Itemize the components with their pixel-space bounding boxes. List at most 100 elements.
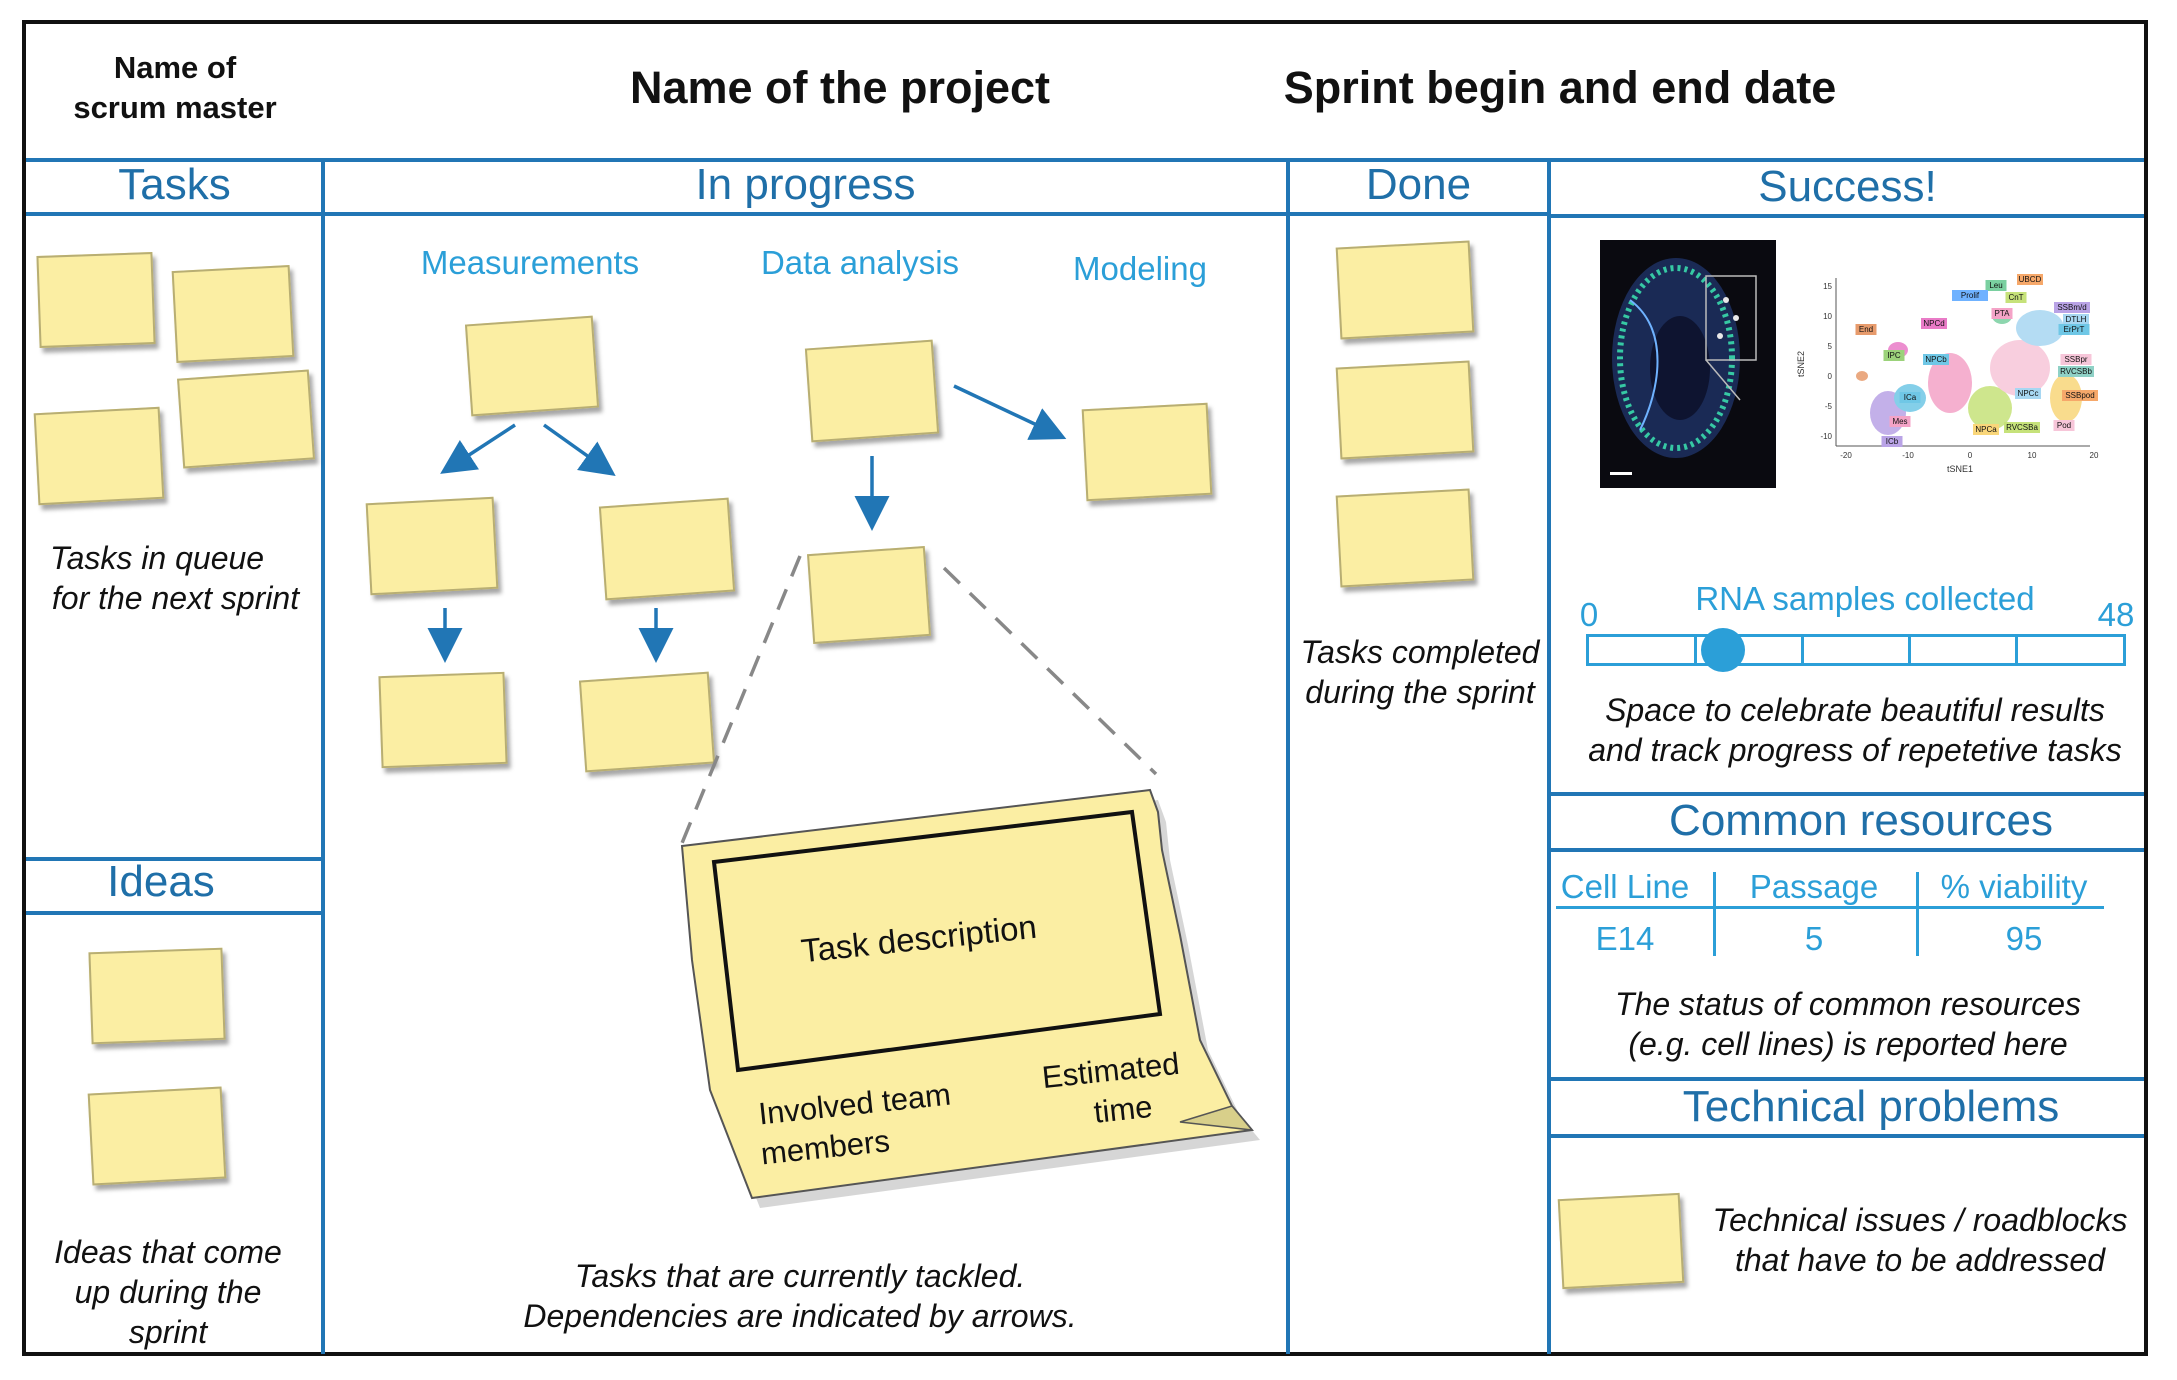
- done-title: Done: [1365, 160, 1472, 209]
- in-progress-note: Tasks that are currently tackled. Depend…: [523, 1258, 1077, 1334]
- header-divider: [26, 158, 2144, 162]
- sprint-dates: Sprint begin and end date: [1283, 62, 1837, 113]
- col-divider-2: [1286, 158, 1290, 1354]
- ideas-top-divider: [26, 857, 323, 861]
- scrum-board: [22, 20, 2148, 1356]
- tsne-cluster-label: SSBpr: [2064, 355, 2087, 364]
- tsne-cluster-tag: [1855, 324, 1877, 335]
- col-divider-1: [321, 158, 325, 1354]
- tsne-ytick-label: -10: [1820, 432, 1832, 441]
- table-col-divider: [1713, 872, 1716, 956]
- modeling-label: Modeling: [1073, 250, 1207, 287]
- tsne-xlabel: tSNE1: [1947, 464, 1973, 474]
- tsne-cluster-label: UBCD: [2019, 275, 2042, 284]
- success-note: Space to celebrate beautiful results and…: [1588, 692, 2122, 768]
- tsne-ytick-label: 5: [1828, 342, 1833, 351]
- ideas-note: Ideas that come up during the sprint: [54, 1234, 282, 1350]
- scrum-master-label: Name of scrum master: [73, 50, 277, 125]
- resources-title: Common resources: [1669, 796, 2053, 845]
- tech-note: Technical issues / roadblocks that have …: [1712, 1202, 2128, 1278]
- tsne-cluster-tag: [2062, 390, 2098, 401]
- progress-knob[interactable]: [1700, 628, 1745, 672]
- table-cell: 5: [1804, 920, 1824, 957]
- tsne-cluster-label: DTLH: [2066, 315, 2087, 324]
- tsne-cluster-tag: [2054, 302, 2090, 313]
- tsne-cluster-label: Mes: [1892, 417, 1907, 426]
- tsne-cluster-label: SSBpod: [2065, 391, 2094, 400]
- title-row-divider-left: [26, 212, 1550, 216]
- progress-segments: [1589, 637, 2123, 663]
- tsne-cluster-label: ICa: [1904, 393, 1917, 402]
- tsne-xtick-label: 20: [2090, 451, 2099, 460]
- tsne-cluster-tag: [1899, 392, 1921, 403]
- tsne-cluster-label: NPCa: [1975, 425, 1997, 434]
- tsne-cluster-label: ICb: [1886, 437, 1899, 446]
- tsne-cluster-label: Leu: [1989, 281, 2002, 290]
- ideas-bottom-divider: [26, 911, 323, 915]
- tech-problems-title: Technical problems: [1682, 1082, 2060, 1131]
- progress-segment-divider: [1801, 637, 1805, 663]
- project-name: Name of the project: [629, 62, 1051, 113]
- tsne-cluster-label: RVCSBa: [2006, 423, 2038, 432]
- tsne-cluster-tag: [1973, 424, 1999, 435]
- tsne-cluster-label: NPCd: [1923, 319, 1944, 328]
- tsne-cluster-tag: [2005, 292, 2027, 303]
- kidney-microscopy-image: [1600, 240, 1776, 488]
- table-col-divider: [1916, 872, 1919, 956]
- tsne-xtick-label: 10: [2028, 451, 2037, 460]
- progress-bar-label: RNA samples collected: [1695, 580, 2035, 617]
- table-header-passage: Passage: [1749, 868, 1879, 905]
- progress-segment-divider: [1907, 637, 1911, 663]
- zoom-line-left: [678, 555, 802, 849]
- progress-bar: [1586, 628, 2126, 672]
- col-divider-3: [1547, 158, 1551, 1354]
- data-analysis-label: Data analysis: [760, 244, 960, 281]
- tsne-xtick-label: -20: [1840, 451, 1852, 460]
- tsne-cluster-label: SSBm/d: [2057, 303, 2086, 312]
- progress-max-label: 48: [2097, 596, 2135, 633]
- tsne-cluster-tag: [2063, 314, 2089, 325]
- tsne-cluster-tag: [1881, 436, 1903, 447]
- tsne-cluster-label: Pod: [2057, 421, 2071, 430]
- zoomed-task-card[interactable]: Task description Involved team members E…: [680, 788, 1260, 1208]
- tsne-cluster-tag: [1985, 280, 2007, 291]
- arrow: [440, 423, 516, 474]
- done-note: Tasks completed during the sprint: [1300, 634, 1540, 710]
- tsne-cluster-label: End: [1859, 325, 1873, 334]
- tsne-cluster-tag: [2004, 422, 2040, 433]
- table-header-cell-line: Cell Line: [1560, 868, 1690, 905]
- progress-segment-divider: [1694, 637, 1698, 663]
- success-title: Success!: [1758, 162, 1937, 211]
- progress-min-label: 0: [1579, 596, 1599, 633]
- tsne-cluster-tag: [2058, 324, 2090, 335]
- tsne-cluster-tag: [2053, 420, 2075, 431]
- tsne-cluster-label: NPCb: [1925, 355, 1947, 364]
- tsne-cluster-tag: [2060, 354, 2092, 365]
- tsne-cluster-tag: [1952, 290, 1988, 301]
- tsne-xtick-label: -10: [1902, 451, 1914, 460]
- ideas-title: Ideas: [107, 857, 215, 906]
- tsne-points: [1856, 308, 2082, 435]
- tech-bottom-divider: [1549, 1134, 2144, 1138]
- tsne-cluster-label: CnT: [2008, 293, 2023, 302]
- table-cell: 95: [2005, 920, 2043, 957]
- tsne-cluster-tag: [2017, 274, 2043, 285]
- tsne-cluster-label: PTA: [1995, 309, 2011, 318]
- tsne-cluster-tag: [1883, 350, 1905, 361]
- tsne-cluster-label: IPC: [1887, 351, 1901, 360]
- tsne-xtick-label: 0: [1968, 451, 1973, 460]
- tsne-cluster-tag: [2015, 388, 2041, 399]
- tsne-cluster-label: NPCc: [2018, 389, 2039, 398]
- tsne-cluster-tag: [1923, 354, 1949, 365]
- tsne-ytick-label: -5: [1825, 402, 1833, 411]
- table-header-underline: [1556, 906, 2104, 909]
- tsne-cluster-tag: [1921, 318, 1947, 329]
- tsne-ytick-label: 10: [1823, 312, 1832, 321]
- arrow: [542, 423, 616, 477]
- table-cell: E14: [1595, 920, 1655, 957]
- tsne-cluster-tag: [2058, 366, 2094, 377]
- table-header-viability: % viability: [1940, 868, 2088, 905]
- in-progress-title: In progress: [695, 160, 916, 209]
- zoom-line-right: [942, 566, 1158, 776]
